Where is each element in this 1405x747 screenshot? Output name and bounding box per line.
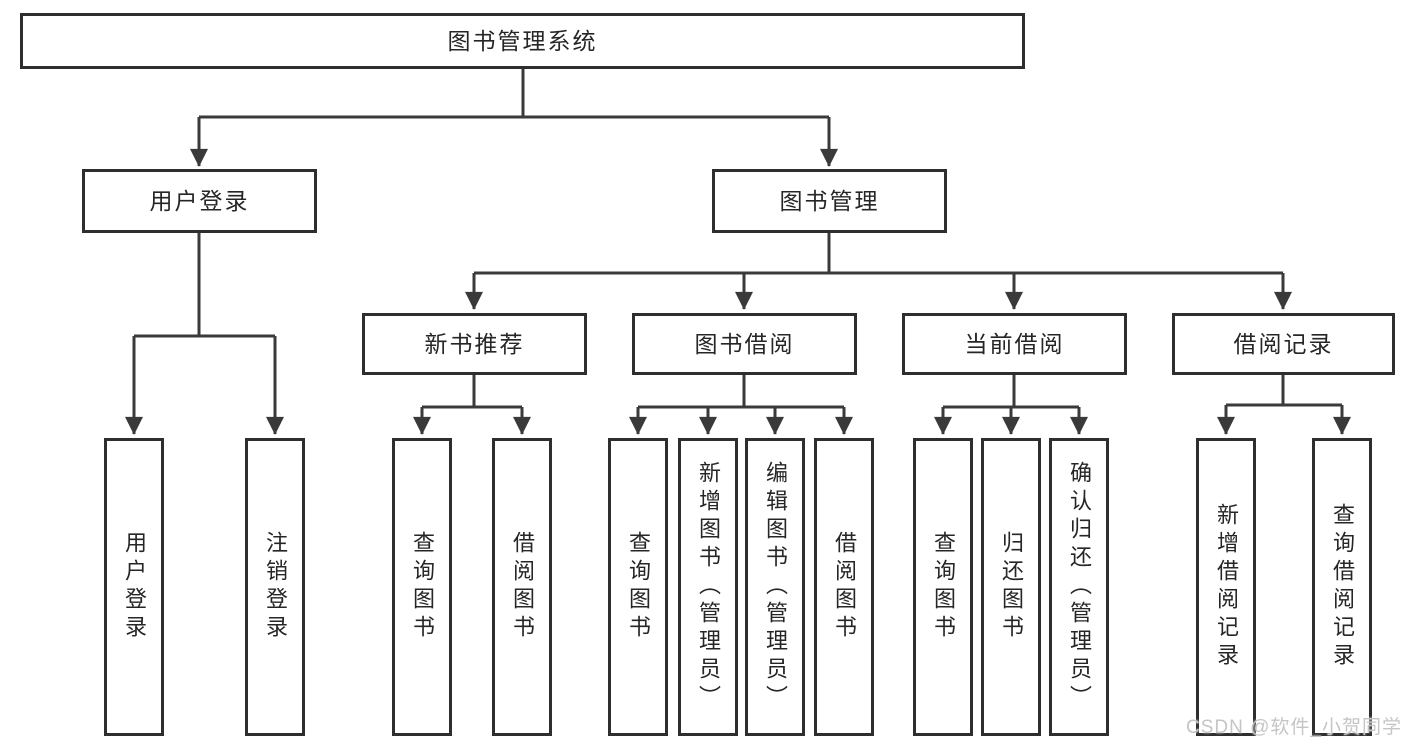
node-book-management: 图书管理 [712, 169, 947, 233]
branch-new-book-recommend [413, 375, 531, 435]
branch-book-borrow [629, 375, 853, 435]
leaf-logout: 注销登录 [245, 438, 305, 736]
watermark-text: CSDN @软件_小贺同学 [1186, 717, 1402, 738]
leaf-cb-return-book: 归还图书 [981, 438, 1041, 736]
leaf-nbr-borrow-book: 借阅图书 [492, 438, 552, 736]
leaf-bb-borrow-book: 借阅图书 [814, 438, 874, 736]
branch-root [190, 69, 838, 167]
branch-current-borrow [934, 375, 1088, 435]
branch-borrow-records [1217, 375, 1351, 435]
node-borrow-records: 借阅记录 [1172, 313, 1395, 375]
branch-user-login [125, 233, 284, 435]
leaf-cb-query-book: 查询图书 [913, 438, 973, 736]
leaf-br-query-record: 查询借阅记录 [1312, 438, 1372, 736]
leaf-br-add-record: 新增借阅记录 [1196, 438, 1256, 736]
node-root: 图书管理系统 [20, 13, 1025, 69]
leaf-user-login: 用户登录 [104, 438, 164, 736]
leaf-cb-confirm-return-admin: 确认归还（管理员） [1049, 438, 1109, 736]
leaf-bb-add-book-admin: 新增图书（管理员） [678, 438, 738, 736]
node-book-borrow: 图书借阅 [632, 313, 857, 375]
branch-book-management [465, 233, 1292, 310]
node-user-login: 用户登录 [82, 169, 317, 233]
node-new-book-recommend: 新书推荐 [362, 313, 587, 375]
leaf-bb-edit-book-admin: 编辑图书（管理员） [745, 438, 805, 736]
leaf-bb-query-book: 查询图书 [608, 438, 668, 736]
leaf-nbr-query-book: 查询图书 [392, 438, 452, 736]
node-current-borrow: 当前借阅 [902, 313, 1127, 375]
